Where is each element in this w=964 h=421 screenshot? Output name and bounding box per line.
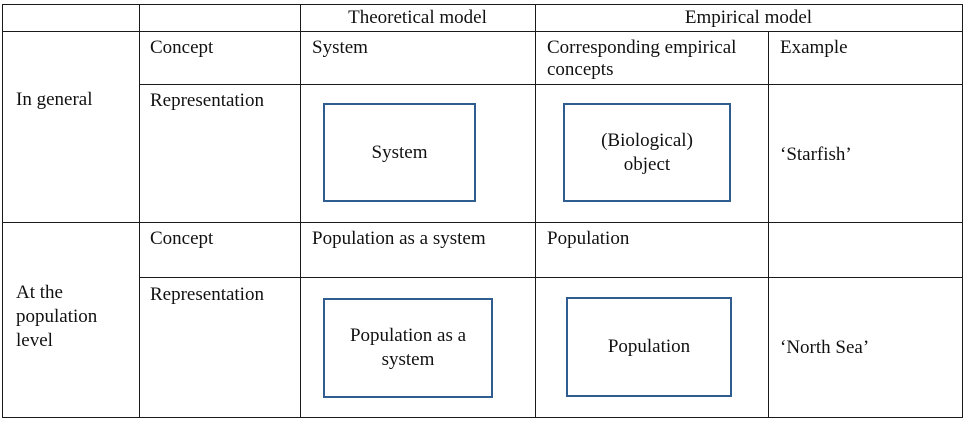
header-theoretical-model: Theoretical model	[348, 7, 487, 28]
general-theoretical-concept: System	[312, 37, 368, 58]
grid-line-col4	[768, 31, 769, 418]
grid-line-col1	[139, 4, 140, 418]
general-empirical-concept: Corresponding empirical concepts	[547, 37, 737, 80]
population-system-box: Population as a system	[323, 298, 493, 398]
population-system-box-label: Population as a system	[349, 325, 467, 370]
general-concept-label: Concept	[150, 37, 214, 58]
grid-line-bottom	[2, 417, 963, 418]
grid-line-general-bottom	[2, 222, 963, 223]
general-example-value: ‘Starfish’	[780, 144, 852, 165]
grid-line-col3	[535, 4, 536, 418]
general-biological-object-box-label: (Biological) object	[601, 129, 693, 175]
population-example-value: ‘North Sea’	[780, 337, 870, 358]
grid-line-right	[962, 4, 963, 418]
general-system-box: System	[323, 103, 476, 202]
population-empirical-concept: Population	[547, 228, 630, 249]
population-empirical-box: Population	[566, 297, 732, 397]
grid-line-general-mid	[139, 84, 963, 85]
header-empirical-model: Empirical model	[684, 7, 813, 28]
grid-line-header-bottom	[2, 31, 963, 32]
population-theoretical-concept: Population as a system	[312, 228, 486, 249]
general-biological-object-box: (Biological) object	[563, 103, 731, 202]
population-concept-label: Concept	[150, 228, 214, 249]
general-system-box-label: System	[371, 141, 428, 163]
grid-line-col2	[300, 4, 301, 418]
row-label-population-level: At the population level	[16, 282, 98, 351]
population-representation-label: Representation	[150, 284, 264, 305]
general-representation-label: Representation	[150, 90, 264, 111]
grid-line-top	[2, 4, 963, 5]
grid-line-left	[2, 4, 3, 418]
row-label-in-general: In general	[16, 89, 93, 110]
general-example-label: Example	[780, 37, 848, 58]
grid-line-population-mid	[139, 277, 963, 278]
population-empirical-box-label: Population	[607, 336, 691, 357]
